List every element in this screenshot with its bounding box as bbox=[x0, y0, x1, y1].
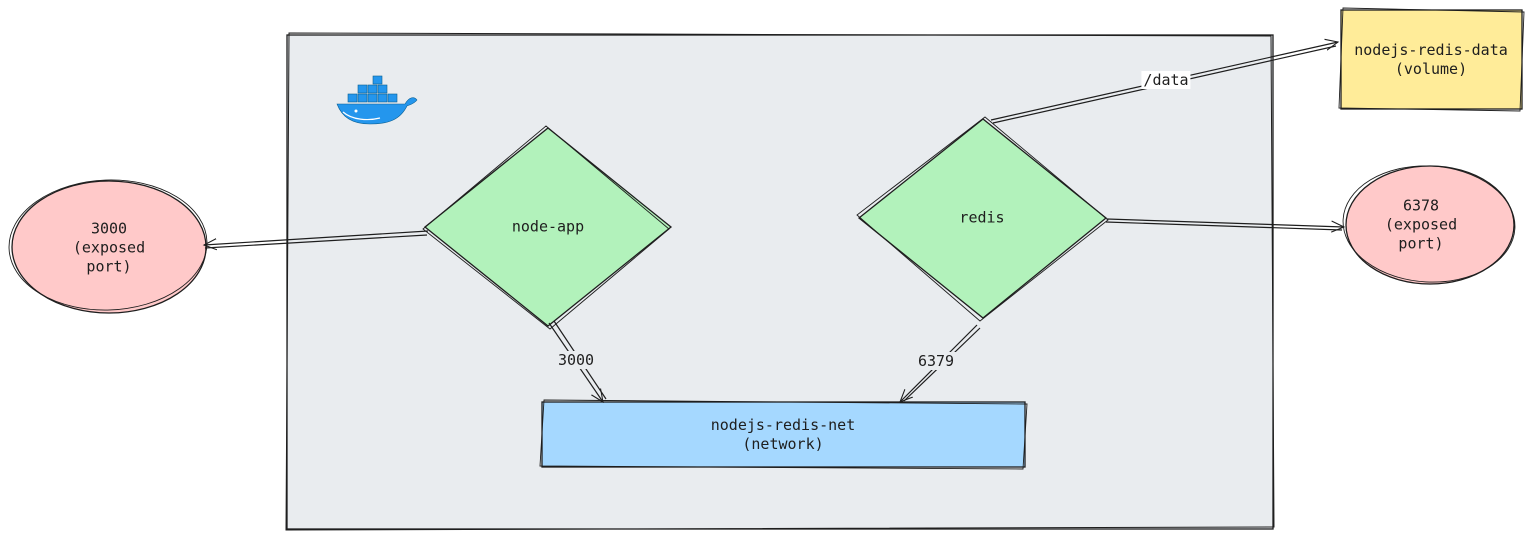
edge-label-node-app-port: 3000 bbox=[555, 351, 597, 369]
edge-label-redis-port: 6379 bbox=[915, 352, 957, 370]
node-app-label: node-app bbox=[511, 217, 585, 236]
docker-whale-icon bbox=[336, 75, 418, 125]
redis-label: redis bbox=[959, 208, 1005, 227]
edge-label-redis-volume-path: /data bbox=[1141, 71, 1191, 89]
volume-label: nodejs-redis-data (volume) bbox=[1354, 41, 1508, 78]
edge-node-app-to-port-3000 bbox=[204, 230, 429, 248]
port-6378-label: 6378 (exposed port) bbox=[1384, 196, 1458, 253]
port-3000-label: 3000 (exposed port) bbox=[72, 219, 146, 276]
network-label: nodejs-redis-net (network) bbox=[710, 416, 856, 453]
edge-redis-to-port-6378 bbox=[1105, 218, 1344, 230]
docker-host-container bbox=[285, 32, 1275, 531]
